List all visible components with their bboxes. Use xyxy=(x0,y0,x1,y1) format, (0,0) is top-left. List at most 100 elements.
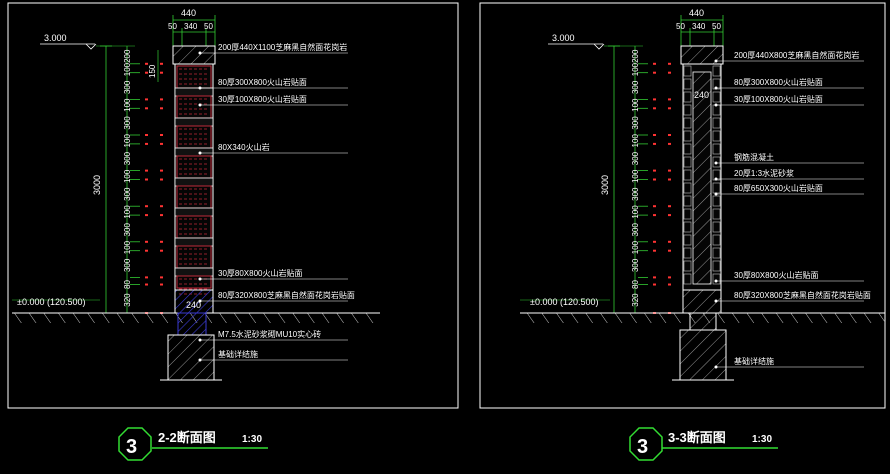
callout-dot xyxy=(714,59,718,63)
height-segment-tick xyxy=(160,283,163,286)
title-block-2-2: 3 2-2断面图 1:30 xyxy=(118,427,268,461)
callout-label: 80厚320X800芝麻黑自然面花岗岩贴面 xyxy=(218,290,355,300)
height-segment-tick xyxy=(160,205,163,208)
height-segment-label: 320 xyxy=(123,293,132,307)
width-total-label: 440 xyxy=(181,8,196,18)
height-segment-tick xyxy=(668,214,671,217)
height-segment-tick xyxy=(160,178,163,181)
height-segment-label: 100 xyxy=(631,169,640,183)
facing-block xyxy=(683,260,692,272)
height-segment-tick xyxy=(668,205,671,208)
width-part-mid: 340 xyxy=(692,22,706,31)
height-segment-tick xyxy=(653,205,656,208)
height-segment-tick xyxy=(653,283,656,286)
facing-block xyxy=(683,169,692,181)
callout-dot xyxy=(714,86,718,90)
facing-block xyxy=(712,143,721,155)
section-badge-octagon xyxy=(629,427,663,461)
section-3-3: 440 50 340 50 3.000 3000 200100300100300… xyxy=(479,2,886,409)
callout-dot xyxy=(198,51,202,55)
height-segment-label: 100 xyxy=(123,240,132,254)
facing-block xyxy=(683,273,692,285)
callout-dot xyxy=(198,151,202,155)
height-segment-tick xyxy=(145,98,148,101)
height-segment-label: 100 xyxy=(631,205,640,219)
granite-cap xyxy=(172,45,216,65)
height-segment-tick xyxy=(160,107,163,110)
height-segment-label: 100 xyxy=(631,240,640,254)
callout-label: M7.5水泥砂浆砌MU10实心砖 xyxy=(218,329,321,339)
volcanic-rock-band xyxy=(174,177,214,187)
height-segment-tick xyxy=(668,62,671,65)
width-part-left: 50 xyxy=(676,22,685,31)
callout-dot xyxy=(714,299,718,303)
height-segment-tick xyxy=(653,240,656,243)
height-segment-label: 100 xyxy=(631,134,640,148)
facing-block xyxy=(683,208,692,220)
volcanic-rock-band xyxy=(174,267,214,277)
height-segment-tick xyxy=(160,134,163,136)
width-part-left: 50 xyxy=(168,22,177,31)
callout-label: 30厚100X800火山岩贴面 xyxy=(734,94,823,104)
height-segment-tick xyxy=(653,142,656,145)
volcanic-rock-band xyxy=(174,87,214,97)
facing-block xyxy=(683,78,692,90)
facing-block xyxy=(712,117,721,129)
height-segment-tick xyxy=(145,178,148,181)
callout-label: 20厚1:3水泥砂浆 xyxy=(734,168,794,178)
height-segment-tick xyxy=(160,249,163,252)
callout-dot xyxy=(198,103,202,107)
height-segment-label: 100 xyxy=(123,134,132,148)
width-part-right: 50 xyxy=(204,22,213,31)
height-segment-label: 300 xyxy=(123,151,132,165)
height-segment-label: 80 xyxy=(123,280,132,289)
callout-dot xyxy=(198,338,202,342)
height-segment-labels: 2001003001003001003001003001003001003008… xyxy=(123,49,132,307)
callout-dot xyxy=(198,277,202,281)
height-segment-tick xyxy=(668,142,671,145)
callout-dot xyxy=(198,86,202,90)
facing-block xyxy=(712,208,721,220)
height-segment-label: 300 xyxy=(123,80,132,94)
volcanic-rock-band xyxy=(174,117,214,127)
width-dimension xyxy=(680,15,724,46)
width-part-right: 50 xyxy=(712,22,721,31)
callout-dot xyxy=(714,279,718,283)
height-segment-tick xyxy=(653,169,656,172)
facing-block xyxy=(683,65,692,77)
height-segment-tick xyxy=(653,71,656,74)
facing-block xyxy=(712,130,721,142)
facing-block xyxy=(683,104,692,116)
height-segment-label: 100 xyxy=(631,62,640,76)
height-segment-tick xyxy=(160,98,163,101)
facing-block xyxy=(683,234,692,246)
facing-block xyxy=(683,195,692,207)
callout-dot xyxy=(714,161,718,165)
height-segment-label: 300 xyxy=(631,80,640,94)
callout-dot xyxy=(198,358,202,362)
foundation-neck xyxy=(689,312,717,331)
elevation-ground-label: ±0.000 (120.500) xyxy=(17,297,86,307)
facing-block xyxy=(712,221,721,233)
height-segment-tick xyxy=(668,134,671,136)
height-segment-tick xyxy=(145,205,148,208)
pillar-body xyxy=(174,63,214,291)
height-segment-tick xyxy=(668,276,671,279)
facing-block xyxy=(683,130,692,142)
callout-dot xyxy=(714,192,718,196)
facing-block xyxy=(712,195,721,207)
height-segment-ticks xyxy=(638,62,671,314)
inner-width-label: 240 xyxy=(186,300,201,310)
height-segment-tick xyxy=(160,214,163,217)
height-segment-label: 300 xyxy=(123,116,132,130)
height-segment-tick xyxy=(668,98,671,101)
callout-label: 200厚440X800芝麻黑自然面花岗岩 xyxy=(734,50,859,60)
callout-label: 200厚440X1100芝麻黑自然面花岗岩 xyxy=(218,42,347,52)
height-segment-tick xyxy=(160,71,163,74)
callout-label: 钢筋混凝土 xyxy=(734,152,774,162)
height-segment-tick xyxy=(653,98,656,101)
section-2-2: 440 50 340 50 3.000 3000 200100300100300… xyxy=(7,2,459,409)
drawing-frame xyxy=(479,2,886,409)
